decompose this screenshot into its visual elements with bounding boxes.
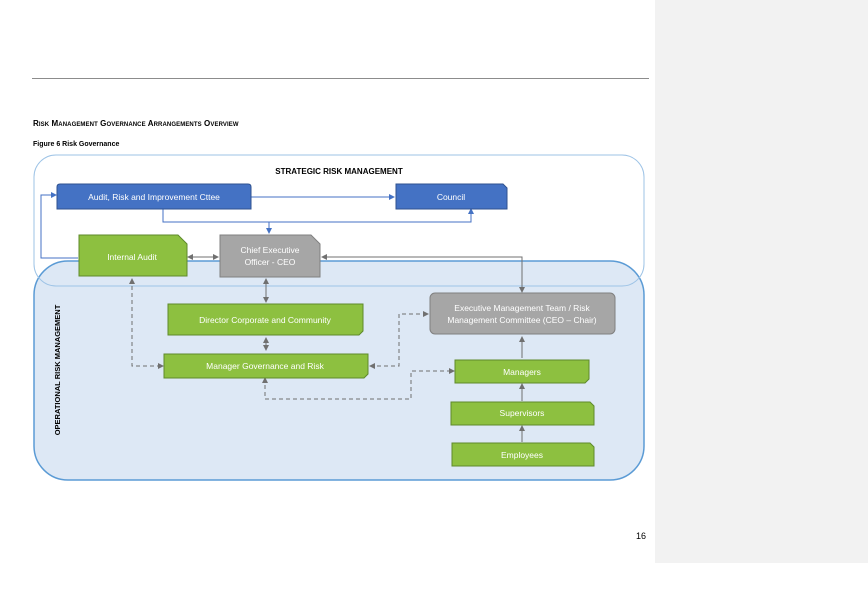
node-audit-committee: Audit, Risk and Improvement Cttee	[56, 183, 252, 210]
solid-connectors	[187, 254, 525, 442]
node-supervisors: Supervisors	[450, 401, 595, 426]
connector-manager-managers	[262, 368, 455, 400]
node-emt-label-line1: Executive Management Team / Risk	[454, 303, 590, 313]
figure-caption: Figure 6 Risk Governance	[33, 141, 120, 148]
node-ceo: Chief Executive Officer - CEO	[219, 234, 321, 278]
connector-ceo-bracket	[160, 204, 474, 223]
node-managers-label: Managers	[503, 367, 541, 377]
node-emt: Executive Management Team / Risk Managem…	[429, 292, 616, 335]
node-supervisors-label: Supervisors	[500, 408, 545, 418]
dashed-connectors	[129, 278, 455, 400]
node-employees: Employees	[451, 442, 595, 467]
node-internal-audit-label: Internal Audit	[107, 252, 157, 262]
connector-audit-loop	[40, 192, 78, 259]
strategic-zone-label: STRATEGIC RISK MANAGEMENT	[275, 167, 403, 176]
node-manager-governance: Manager Governance and Risk	[163, 353, 369, 379]
connector-internal-audit-manager	[129, 278, 164, 369]
node-employees-label: Employees	[501, 450, 543, 460]
connector-manager-emt	[369, 311, 429, 369]
node-manager-governance-label: Manager Governance and Risk	[206, 361, 324, 371]
page-number: 16	[636, 531, 647, 541]
connector-ceo-emt	[321, 254, 525, 293]
node-emt-label-line2: Management Committee (CEO – Chair)	[447, 315, 596, 325]
node-ceo-label-line2: Officer - CEO	[245, 257, 296, 267]
node-director-label: Director Corporate and Community	[199, 315, 332, 325]
operational-zone-label: OPERATIONAL RISK MANAGEMENT	[53, 304, 62, 435]
node-audit-committee-label: Audit, Risk and Improvement Cttee	[88, 192, 220, 202]
header-rule	[32, 78, 649, 79]
strategic-connectors	[40, 192, 474, 259]
node-internal-audit: Internal Audit	[78, 234, 188, 277]
node-managers: Managers	[454, 359, 590, 384]
node-ceo-label-line1: Chief Executive	[240, 245, 299, 255]
comment-pane	[655, 0, 868, 563]
node-director: Director Corporate and Community	[167, 303, 364, 336]
node-council-label: Council	[437, 192, 465, 202]
node-council: Council	[395, 183, 508, 210]
section-title: Risk Management Governance Arrangements …	[33, 119, 239, 128]
